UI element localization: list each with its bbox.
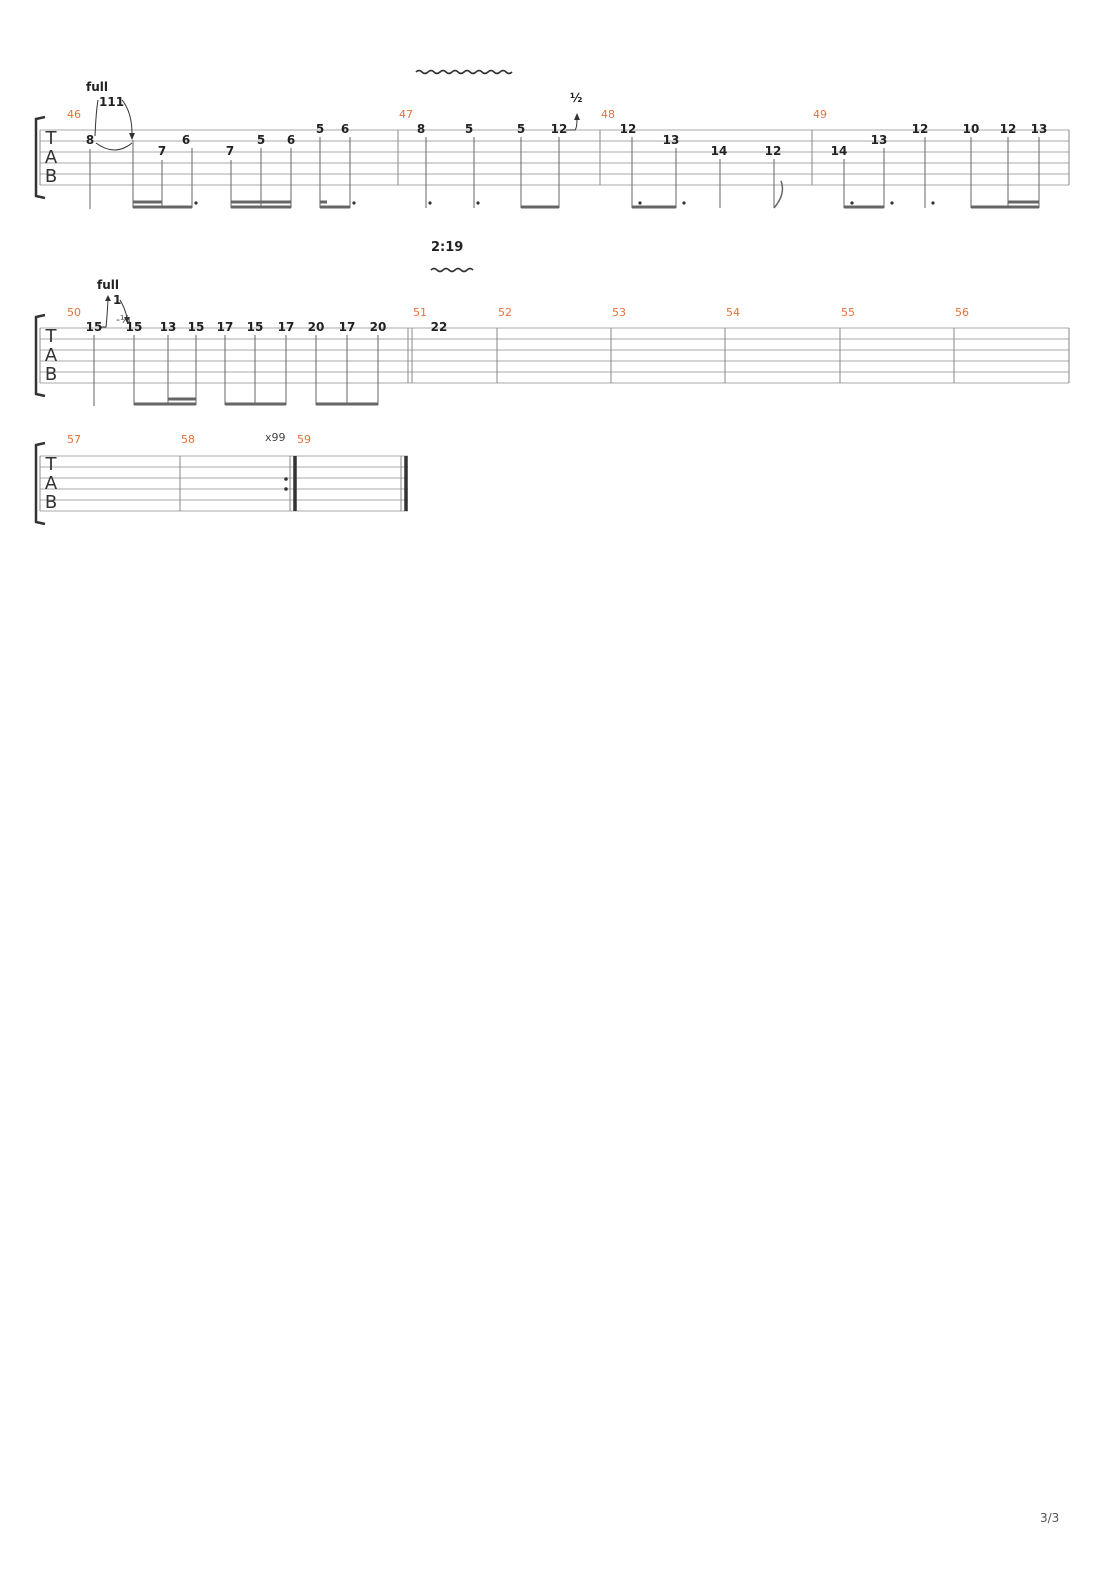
fret-number: 8: [417, 122, 425, 136]
system-1: T A B 46 47 48 49 full 111 ½ 8 7 6 7 5 6…: [34, 69, 1070, 209]
fret-number: 17: [278, 320, 295, 334]
fret-number: 6: [287, 133, 295, 147]
bar-number: 57: [67, 433, 81, 446]
bend-marks: 111: [99, 95, 124, 109]
fret-number: 20: [370, 320, 387, 334]
bend-label: full: [86, 80, 108, 94]
fret-number: 15: [247, 320, 264, 334]
bend-release-label: -¼: [116, 313, 131, 326]
note-stems: [93, 335, 379, 406]
fret-number: 8: [86, 133, 94, 147]
tab-clef-a: A: [45, 147, 58, 168]
tab-clef-a: A: [45, 473, 58, 494]
fret-number: 12: [551, 122, 568, 136]
bend-arrow: [94, 99, 99, 137]
system-3: T A B 57 58 x99 59: [34, 431, 408, 526]
fret-number: 12: [620, 122, 637, 136]
fret-number: 12: [765, 144, 782, 158]
bend-marks: 1: [113, 293, 121, 307]
system-bracket: [34, 115, 46, 200]
fret-number: 13: [160, 320, 177, 334]
bend-arrow: [101, 299, 109, 328]
fret-number: 17: [217, 320, 234, 334]
tab-clef-a: A: [45, 345, 58, 366]
vibrato-wave: [430, 267, 474, 273]
fret-number: 5: [316, 122, 324, 136]
timestamp: 2:19: [431, 240, 463, 255]
tab-clef-t: T: [45, 326, 58, 347]
fret-number: 13: [871, 133, 888, 147]
bar-number: 50: [67, 306, 81, 319]
fret-number: 17: [339, 320, 356, 334]
tab-clef-t: T: [45, 454, 58, 475]
bar-number: 47: [399, 108, 413, 121]
bar-number: 58: [181, 433, 195, 446]
tab-clef-b: B: [45, 166, 57, 187]
bar-number: 46: [67, 108, 81, 121]
bar-number: 53: [612, 306, 626, 319]
fret-number: 13: [663, 133, 680, 147]
fret-number: 15: [188, 320, 205, 334]
system-2: 2:19 T A B 50 51 52 53 54 55 56 full 1 -…: [34, 240, 1070, 406]
note-beams: [134, 397, 378, 406]
slur: [95, 142, 133, 151]
bend-release-arrow: [121, 99, 133, 135]
note-beams: [133, 180, 1039, 209]
page-number: 3/3: [1040, 1511, 1060, 1525]
bar-number: 59: [297, 433, 311, 446]
rhythm-dots: [194, 201, 935, 205]
fret-number: 14: [711, 144, 728, 158]
fret-number: 13: [1031, 122, 1048, 136]
bar-number: 55: [841, 306, 855, 319]
bend-half-label: ½: [570, 91, 582, 105]
tab-clef-b: B: [45, 364, 57, 385]
bar-number: 48: [601, 108, 615, 121]
fret-number: 15: [126, 320, 143, 334]
tab-clef-b: B: [45, 492, 57, 513]
fret-number: 12: [912, 122, 929, 136]
fret-number: 7: [158, 144, 166, 158]
system-bracket: [34, 313, 46, 398]
fret-number: 6: [341, 122, 349, 136]
fret-number: 5: [517, 122, 525, 136]
bar-number: 52: [498, 306, 512, 319]
fret-number: 10: [963, 122, 980, 136]
fret-number: 12: [1000, 122, 1017, 136]
vibrato-wave: [415, 69, 513, 75]
bend-release-arrow: [119, 299, 128, 319]
fret-number: 15: [86, 320, 103, 334]
tab-clef-t: T: [45, 128, 58, 149]
note-stems: [89, 137, 1040, 209]
fret-number: 20: [308, 320, 325, 334]
repeat-count: x99: [265, 431, 286, 444]
bar-number: 56: [955, 306, 969, 319]
system-bracket: [34, 441, 46, 526]
fret-number: 7: [226, 144, 234, 158]
fret-number: 14: [831, 144, 848, 158]
fret-number: 22: [431, 320, 448, 334]
bar-number: 54: [726, 306, 740, 319]
bar-number: 49: [813, 108, 827, 121]
fret-number: 5: [257, 133, 265, 147]
fret-number: 6: [182, 133, 190, 147]
fret-number: 5: [465, 122, 473, 136]
bend-label: full: [97, 278, 119, 292]
bar-number: 51: [413, 306, 427, 319]
